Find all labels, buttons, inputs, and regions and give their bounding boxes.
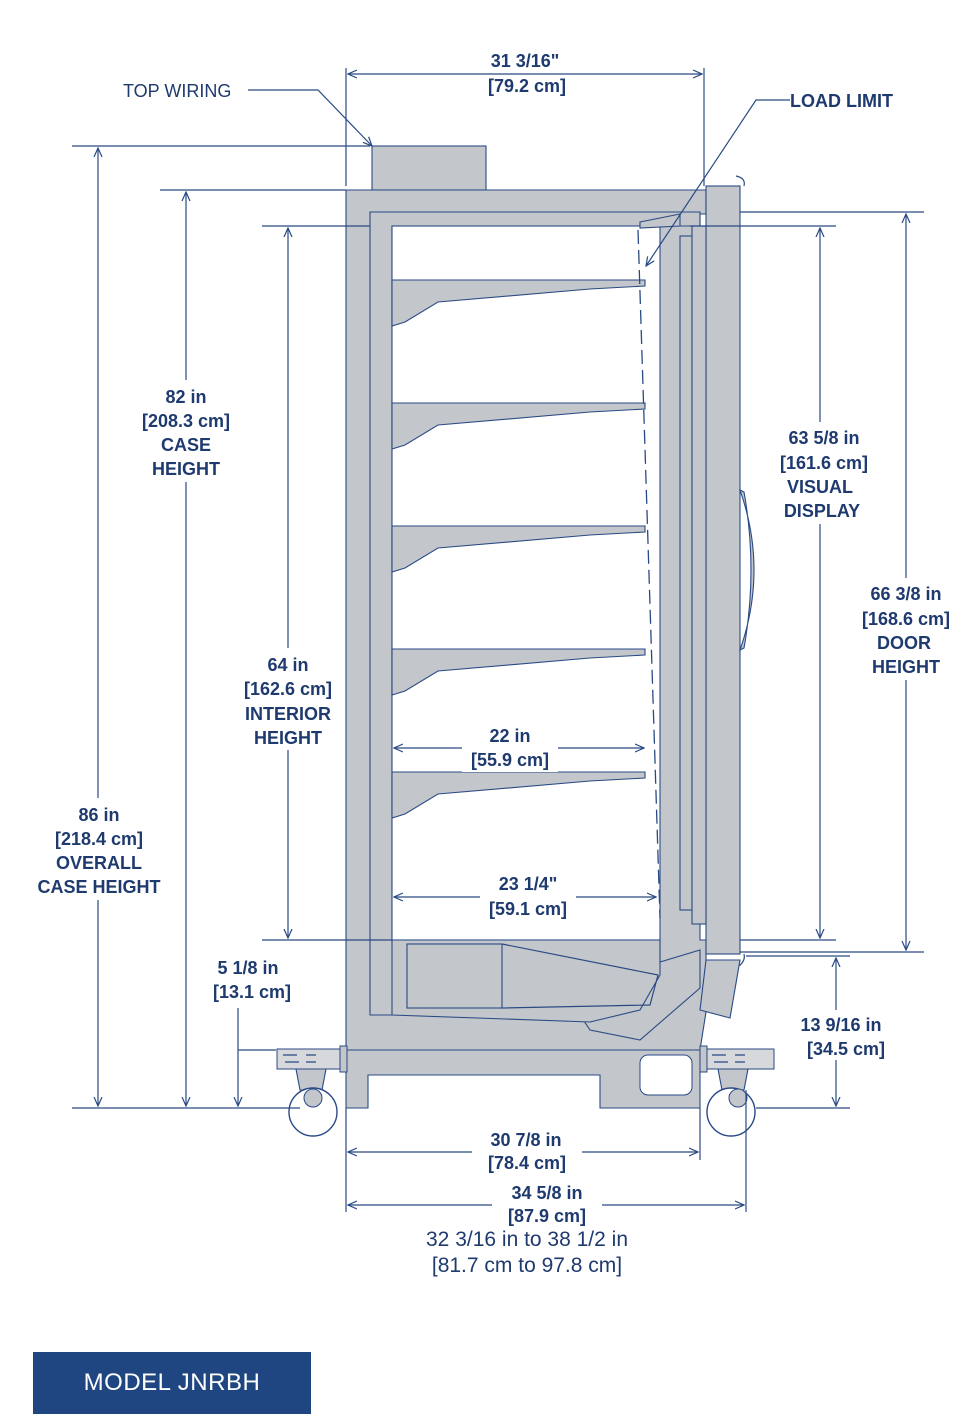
overall-height-metric: [218.4 cm]	[55, 829, 143, 849]
door-height-label: 66 3/8 in	[870, 584, 941, 604]
door-height-metric: [168.6 cm]	[862, 609, 950, 629]
base-cutout	[639, 1054, 693, 1096]
interior-height-label: 64 in	[267, 655, 308, 675]
overall-height-caption-1: OVERALL	[56, 853, 142, 873]
door-height-caption-1: DOOR	[877, 633, 931, 653]
shelf	[391, 402, 646, 450]
case-height-label: 82 in	[165, 387, 206, 407]
door-frame	[705, 185, 741, 955]
compressor-box	[406, 943, 503, 1009]
shelf	[391, 648, 646, 696]
caster-left	[276, 1045, 348, 1137]
width-top-metric: [79.2 cm]	[488, 76, 566, 96]
top-wiring-label: TOP WIRING	[123, 81, 231, 101]
caster-height-label: 13 9/16 in	[800, 1015, 881, 1035]
load-limit-label: LOAD LIMIT	[790, 91, 893, 111]
load-limit-marker	[639, 213, 681, 229]
door-open-range-label: 32 3/16 in to 38 1/2 in	[426, 1228, 628, 1251]
dimension-lines	[72, 68, 924, 1212]
door-open-range-metric: [81.7 cm to 97.8 cm]	[432, 1254, 622, 1277]
door-height-caption-2: HEIGHT	[872, 657, 940, 677]
door-hinge-top	[735, 175, 745, 187]
bottom-depth-label: 23 1/4"	[499, 874, 558, 894]
overall-width-metric: [87.9 cm]	[508, 1206, 586, 1226]
door-handle	[739, 488, 755, 652]
overall-height-caption-2: CASE HEIGHT	[37, 877, 160, 897]
case-height-metric: [208.3 cm]	[142, 411, 230, 431]
visual-display-metric: [161.6 cm]	[780, 453, 868, 473]
door-glass-edge	[679, 235, 693, 911]
base-height-label: 5 1/8 in	[217, 958, 278, 978]
caster-height-metric: [34.5 cm]	[807, 1039, 885, 1059]
interior-cavity	[391, 225, 661, 941]
base-width-label: 30 7/8 in	[490, 1130, 561, 1150]
interior-height-caption-2: HEIGHT	[254, 728, 322, 748]
base-width-metric: [78.4 cm]	[488, 1153, 566, 1173]
top-wiring-box	[371, 145, 487, 191]
bottom-depth-metric: [59.1 cm]	[489, 899, 567, 919]
labels: TOP WIRING LOAD LIMIT 31 3/16" [79.2 cm]…	[24, 51, 962, 1277]
door-panel	[691, 225, 707, 925]
shelf-depth-metric: [55.9 cm]	[471, 750, 549, 770]
shelves	[391, 279, 646, 819]
drain-pan	[501, 943, 659, 1009]
interior-height-metric: [162.6 cm]	[244, 679, 332, 699]
shelf	[391, 279, 646, 327]
overall-width-label: 34 5/8 in	[511, 1183, 582, 1203]
overall-height-label: 86 in	[78, 805, 119, 825]
visual-display-label: 63 5/8 in	[788, 428, 859, 448]
interior-height-caption-1: INTERIOR	[245, 704, 331, 724]
case-height-caption-1: CASE	[161, 435, 211, 455]
shelf	[391, 771, 646, 819]
base-height-metric: [13.1 cm]	[213, 982, 291, 1002]
load-limit-line	[637, 229, 661, 919]
model-label: MODEL JNRBH	[83, 1369, 261, 1396]
visual-display-caption-2: DISPLAY	[784, 501, 860, 521]
caster-right	[699, 1045, 775, 1137]
shelf-depth-label: 22 in	[489, 726, 530, 746]
shelf	[391, 525, 646, 573]
load-limit-leader	[646, 99, 790, 266]
visual-display-caption-1: VISUAL	[787, 477, 853, 497]
door-sweep	[699, 959, 741, 1019]
top-wiring-leader	[248, 89, 372, 146]
model-badge: MODEL JNRBH	[33, 1352, 311, 1414]
width-top-label: 31 3/16"	[491, 51, 560, 71]
case-height-caption-2: HEIGHT	[152, 459, 220, 479]
